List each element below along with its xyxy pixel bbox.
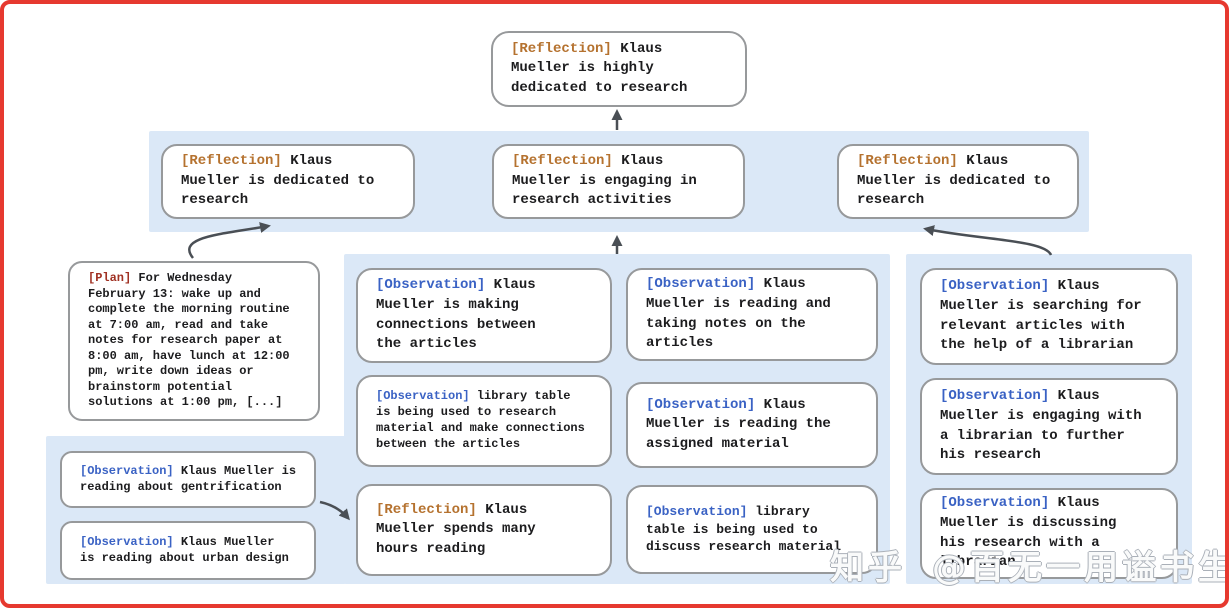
node-body-text: Klaus Mueller is discussing his research…	[940, 495, 1117, 571]
node-text: [Observation] Klaus Mueller is reading a…	[80, 535, 289, 567]
node-body-text: Klaus Mueller is searching for relevant …	[940, 278, 1142, 354]
node-observation-assigned-material: [Observation] Klaus Mueller is reading t…	[626, 382, 878, 468]
node-body-text: Klaus Mueller is dedicated to research	[181, 153, 375, 209]
node-body-text: Klaus Mueller is engaging in research ac…	[512, 153, 697, 209]
node-observation-library-table-research: [Observation] library table is being use…	[356, 375, 612, 467]
watermark-handle: @百无一用谥书生	[932, 548, 1229, 588]
node-body-text: Klaus Mueller is reading and taking note…	[646, 276, 831, 352]
node-plan: [Plan] For Wednesday February 13: wake u…	[68, 261, 320, 421]
reflection-tag: [Reflection]	[512, 153, 613, 170]
watermark-brand: 知乎	[830, 548, 906, 588]
node-observation-discussing-research: [Observation] Klaus Mueller is discussin…	[920, 488, 1178, 579]
reflection-tag: [Reflection]	[181, 153, 282, 170]
watermark: 知乎 @百无一用谥书生	[830, 540, 1229, 589]
observation-tag: [Observation]	[940, 388, 1050, 405]
observation-tag: [Observation]	[80, 463, 174, 478]
node-text: [Observation] Klaus Mueller is reading t…	[646, 396, 831, 455]
node-observation-taking-notes: [Observation] Klaus Mueller is reading a…	[626, 268, 878, 361]
node-text: [Observation] Klaus Mueller is reading a…	[80, 464, 296, 496]
node-body-text: Klaus Mueller is dedicated to research	[857, 153, 1051, 209]
node-text: [Observation] library table is being use…	[646, 503, 841, 556]
node-body-text: Klaus Mueller is highly dedicated to res…	[511, 40, 688, 96]
observation-tag: [Observation]	[940, 278, 1050, 295]
node-body-text: library table is being used to research …	[376, 389, 585, 451]
node-top-reflection: [Reflection] Klaus Mueller is highly ded…	[491, 31, 747, 107]
observation-tag: [Observation]	[646, 396, 756, 413]
node-text: [Plan] For Wednesday February 13: wake u…	[88, 271, 290, 410]
node-reflection-right: [Reflection] Klaus Mueller is dedicated …	[837, 144, 1079, 219]
node-reflection-hours-reading: [Reflection] Klaus Mueller spends many h…	[356, 484, 612, 576]
observation-tag: [Observation]	[376, 389, 470, 404]
node-body-text: Klaus Mueller is engaging with a librari…	[940, 388, 1142, 464]
node-observation-making-connections: [Observation] Klaus Mueller is making co…	[356, 268, 612, 363]
node-body-text: Klaus Mueller is making connections betw…	[376, 277, 536, 353]
observation-tag: [Observation]	[80, 534, 174, 549]
node-body-text: For Wednesday February 13: wake up and c…	[88, 271, 290, 410]
node-text: [Observation] Klaus Mueller is engaging …	[940, 387, 1142, 465]
node-observation-urban-design: [Observation] Klaus Mueller is reading a…	[60, 521, 316, 580]
observation-tag: [Observation]	[646, 504, 748, 520]
node-reflection-left: [Reflection] Klaus Mueller is dedicated …	[161, 144, 415, 219]
node-body-text: Klaus Mueller spends many hours reading	[376, 501, 536, 557]
node-observation-engaging-librarian: [Observation] Klaus Mueller is engaging …	[920, 378, 1178, 475]
observation-tag: [Observation]	[646, 276, 756, 293]
plan-tag: [Plan]	[88, 271, 132, 286]
node-text: [Observation] Klaus Mueller is making co…	[376, 276, 536, 354]
node-observation-searching-articles: [Observation] Klaus Mueller is searching…	[920, 268, 1178, 365]
node-reflection-middle: [Reflection] Klaus Mueller is engaging i…	[492, 144, 745, 219]
node-body-text: Klaus Mueller is reading about urban des…	[80, 534, 289, 565]
node-observation-library-table-discuss: [Observation] library table is being use…	[626, 485, 878, 574]
node-body-text: Klaus Mueller is reading the assigned ma…	[646, 396, 831, 452]
node-text: [Observation] library table is being use…	[376, 389, 585, 453]
reflection-tag: [Reflection]	[511, 40, 612, 57]
reflection-tag: [Reflection]	[857, 153, 958, 170]
node-body-text: Klaus Mueller is reading about gentrific…	[80, 463, 297, 494]
node-text: [Observation] Klaus Mueller is discussin…	[940, 494, 1116, 572]
observation-tag: [Observation]	[376, 277, 486, 294]
node-text: [Reflection] Klaus Mueller is highly ded…	[511, 40, 687, 99]
node-body-text: library table is being used to discuss r…	[646, 504, 842, 555]
node-text: [Observation] Klaus Mueller is searching…	[940, 277, 1142, 355]
observation-tag: [Observation]	[940, 495, 1050, 512]
node-text: [Reflection] Klaus Mueller is engaging i…	[512, 152, 697, 211]
node-text: [Reflection] Klaus Mueller is dedicated …	[857, 152, 1050, 211]
reflection-tag: [Reflection]	[376, 501, 477, 518]
node-text: [Reflection] Klaus Mueller spends many h…	[376, 501, 536, 560]
node-observation-gentrification: [Observation] Klaus Mueller is reading a…	[60, 451, 316, 508]
node-text: [Reflection] Klaus Mueller is dedicated …	[181, 152, 374, 211]
arrow-right-panel-to-reflection-icon	[923, 225, 1053, 256]
node-text: [Observation] Klaus Mueller is reading a…	[646, 275, 831, 353]
